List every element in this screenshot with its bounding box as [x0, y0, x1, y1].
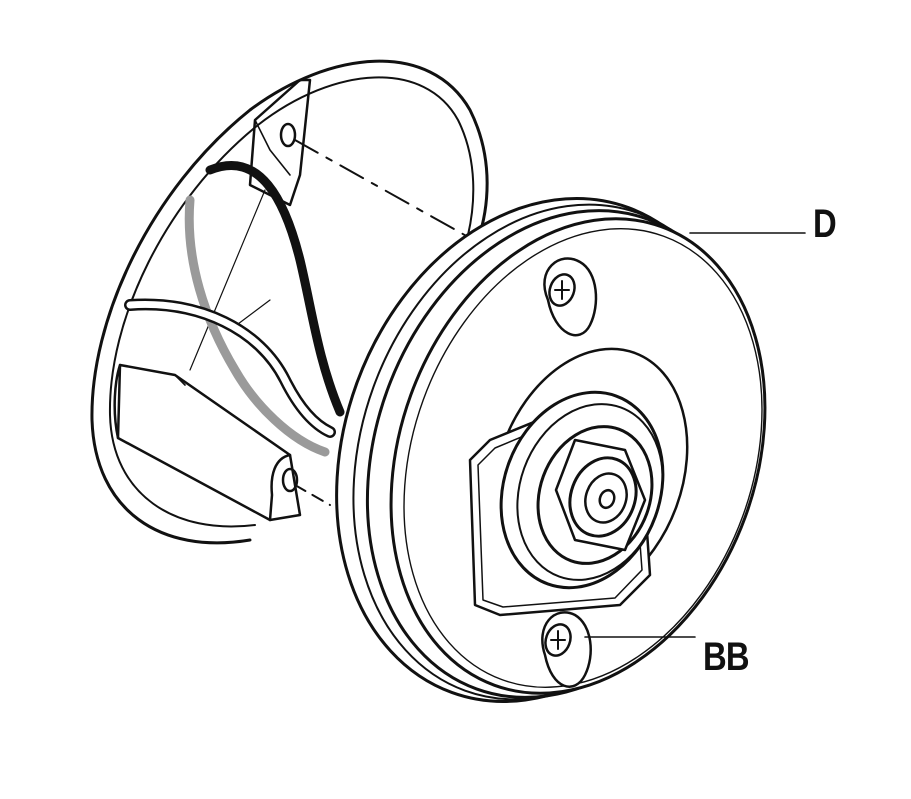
alignment-line-lower: [294, 484, 331, 506]
white-wire-fill: [126, 300, 334, 436]
gray-wire: [184, 195, 330, 457]
callout-label-d: D: [813, 202, 837, 246]
alignment-line-upper: [294, 139, 471, 239]
main-disc: [335, 197, 767, 703]
wires: [124, 161, 345, 457]
wall-plate: [90, 59, 489, 545]
callout-label-bb: BB: [703, 635, 750, 679]
black-wire: [205, 161, 345, 417]
